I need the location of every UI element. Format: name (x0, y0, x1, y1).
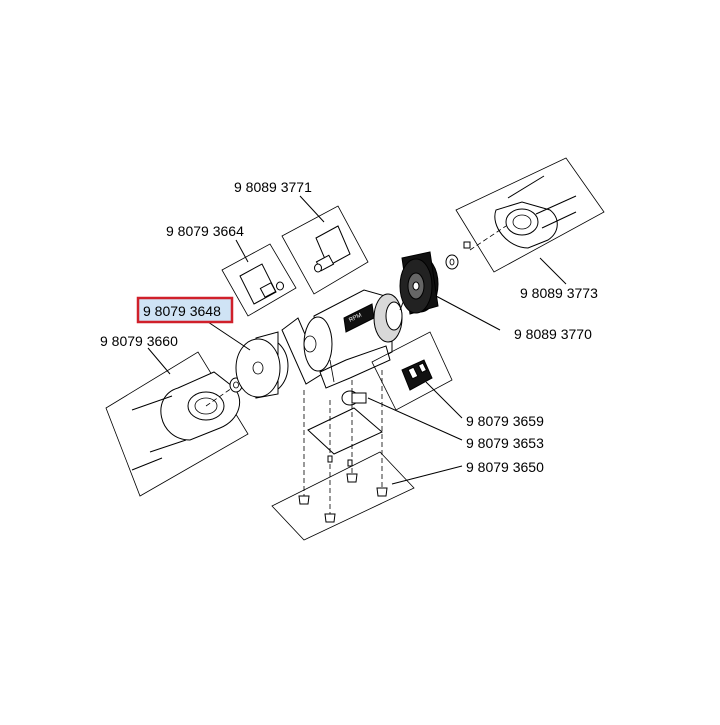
part-label-98079-3653: 9 8079 3653 (466, 435, 544, 451)
leader-3664 (235, 239, 249, 263)
leader-3770 (435, 295, 501, 331)
highlight-box (136, 296, 234, 324)
mount-plate-shape (307, 407, 383, 455)
leader-3659 (425, 381, 463, 419)
motor-assembly: RPM (281, 289, 405, 389)
left-shield-knob (276, 281, 284, 291)
right-flange (385, 301, 403, 331)
left-shield-bracket (259, 282, 277, 298)
left-guard-axis (205, 387, 233, 407)
wire-brush-wheel (399, 251, 439, 315)
left-wheel-guard (105, 351, 249, 497)
left-guard-screw-1 (131, 395, 173, 411)
right-wheel-guard (455, 157, 605, 273)
grinding-wheel-arbor (252, 361, 264, 375)
capacitor-body (351, 392, 367, 404)
leader-3660 (147, 347, 171, 375)
switch-rocker-2 (417, 362, 428, 374)
left-washer-inner (233, 381, 239, 389)
right-shield-dash-frame (281, 205, 369, 295)
part-number-labels: 9 8089 3771 9 8079 3664 9 8079 3648 9 80… (100, 179, 598, 475)
mount-plate (307, 407, 383, 455)
part-label-98079-3648: 9 8079 3648 (143, 303, 221, 319)
grinding-wheel-face (235, 338, 281, 398)
capacitor (341, 390, 367, 406)
right-shield-knob (314, 263, 322, 273)
right-washer-inner (449, 258, 455, 266)
motor-end-cap (303, 316, 333, 372)
right-guard-screw-2 (535, 195, 577, 215)
left-guard-hole-inner (194, 397, 218, 415)
part-label-98089-3770: 9 8089 3770 (514, 326, 592, 342)
right-washer (445, 241, 471, 270)
leader-3653 (367, 397, 463, 441)
screw-1 (327, 455, 333, 463)
part-label-98079-3664: 9 8079 3664 (166, 223, 244, 239)
leader-3771 (299, 195, 325, 223)
right-nut (463, 241, 471, 249)
right-guard-hole (505, 208, 539, 236)
switch-rocker-1 (407, 366, 419, 380)
base-dash-frame (271, 451, 415, 541)
switch-dash-frame (371, 331, 453, 411)
wire-wheel-arbor (412, 281, 420, 291)
right-guard-axis (469, 225, 507, 251)
part-label-98079-3659: 9 8079 3659 (466, 413, 544, 429)
right-guard-screw-1 (507, 175, 545, 199)
motor-base (319, 345, 391, 389)
right-washer-outer (445, 254, 459, 270)
right-eye-shield (281, 205, 369, 295)
power-switch (371, 331, 453, 411)
part-label-98079-3660: 9 8079 3660 (100, 333, 178, 349)
left-eye-shield (221, 243, 297, 317)
foot-1 (298, 495, 310, 505)
screw-2 (347, 459, 353, 467)
motor-shaft-left (303, 335, 317, 353)
motor-badge-text: RPM (348, 313, 363, 324)
left-guard-screw-3 (131, 457, 163, 471)
right-guard-hole-inner (512, 214, 532, 230)
part-label-98089-3771: 9 8089 3771 (234, 179, 312, 195)
grinding-wheel (235, 331, 289, 399)
part-label-98079-3650: 9 8079 3650 (466, 459, 544, 475)
right-guard-screw-3 (541, 211, 577, 229)
right-guard-dash-frame (455, 157, 605, 273)
part-label-98089-3773: 9 8089 3773 (520, 285, 598, 301)
leader-lines (147, 195, 567, 485)
leader-3648 (207, 321, 251, 351)
leader-3650 (391, 465, 463, 485)
left-shield-dash-frame (221, 243, 297, 317)
foot-3 (346, 473, 358, 483)
foot-4 (376, 487, 388, 497)
leader-3773 (539, 257, 567, 285)
foot-2 (324, 513, 336, 523)
motor-foot-line (329, 359, 335, 383)
left-guard-screw-2 (149, 439, 187, 453)
base-feet (271, 370, 415, 541)
right-shield-plate (315, 225, 351, 267)
